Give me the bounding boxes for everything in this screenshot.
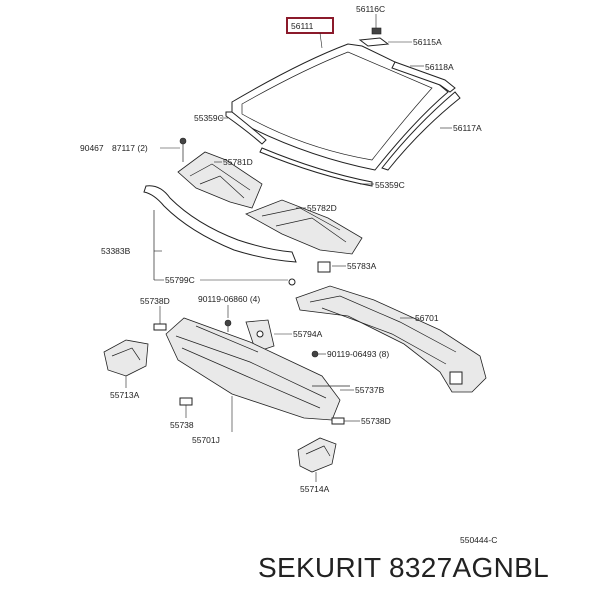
label-55737b: 55737B — [355, 385, 385, 395]
moulding-56118a: 56118A — [391, 61, 456, 93]
label-55738d-top: 55738D — [140, 296, 170, 306]
label-53383b: 53383B — [101, 246, 131, 256]
label-56701: 56701 — [415, 313, 439, 323]
label-55701j: 55701J — [192, 435, 220, 445]
label-55714a: 55714A — [300, 484, 330, 494]
retainer-55738d-top: 55738D — [140, 296, 170, 331]
windshield-glass — [231, 43, 449, 171]
retainer-55738d-bottom: 55738D — [331, 416, 391, 426]
label-55794a: 55794A — [293, 329, 323, 339]
panel-55701j: 55701J — [165, 317, 341, 445]
moulding-55359c-bottom: 55359C — [259, 147, 405, 190]
label-55783a: 55783A — [347, 261, 377, 271]
highlight-56111: 56111 — [286, 17, 334, 49]
seal-55737b: 55737B — [312, 385, 385, 395]
label-90119-06860: 90119-06860 (4) — [198, 294, 260, 304]
diagram-reference: 550444-C — [460, 535, 497, 545]
clip-55799c: 55799C — [154, 275, 296, 286]
seal-55783a: 55783A — [317, 261, 377, 273]
label-55713a: 55713A — [110, 390, 140, 400]
label-55738d-bottom: 55738D — [361, 416, 391, 426]
bracket-55794a: 55794A — [245, 319, 323, 353]
retainer-55738: 55738 — [170, 397, 194, 430]
screw-90119-06860: 90119-06860 (4) — [198, 294, 260, 332]
label-56116c: 56116C — [356, 4, 385, 14]
label-55781d: 55781D — [223, 157, 253, 167]
moulding-55359c-left: 55359C — [194, 111, 267, 145]
moulding-56117a: 56117A — [381, 91, 482, 171]
bolt-90467: 90467 87117 (2) — [80, 137, 187, 162]
label-90119-06493: 90119-06493 (8) — [327, 349, 389, 359]
label-90467: 90467 — [80, 143, 104, 153]
brand-part-number: SEKURIT 8327AGNBL — [258, 552, 549, 583]
label-55738: 55738 — [170, 420, 194, 430]
screw-90119-06493: 90119-06493 (8) — [311, 349, 389, 359]
label-55782d: 55782D — [307, 203, 337, 213]
label-55359c-top: 55359C — [194, 113, 224, 123]
cowl-panel-55781d: 55781D — [177, 151, 263, 209]
label-55359c-bottom: 55359C — [375, 180, 405, 190]
bracket-55713a: 55713A — [103, 339, 149, 400]
label-55799c: 55799C — [165, 275, 195, 285]
label-56115a: 56115A — [413, 37, 442, 47]
clip-56116c: 56116C 56115A — [356, 4, 442, 47]
label-90467-b: 87117 (2) — [112, 143, 148, 153]
label-56118a: 56118A — [425, 62, 454, 72]
label-56117a: 56117A — [453, 123, 482, 133]
bracket-55714a: 55714A — [297, 437, 337, 494]
panel-56701: 56701 — [295, 285, 487, 393]
label-56111: 56111 — [291, 21, 314, 31]
cowl-panel-55782d: 55782D — [245, 199, 363, 255]
rod-53383b: 53383B — [101, 185, 297, 280]
